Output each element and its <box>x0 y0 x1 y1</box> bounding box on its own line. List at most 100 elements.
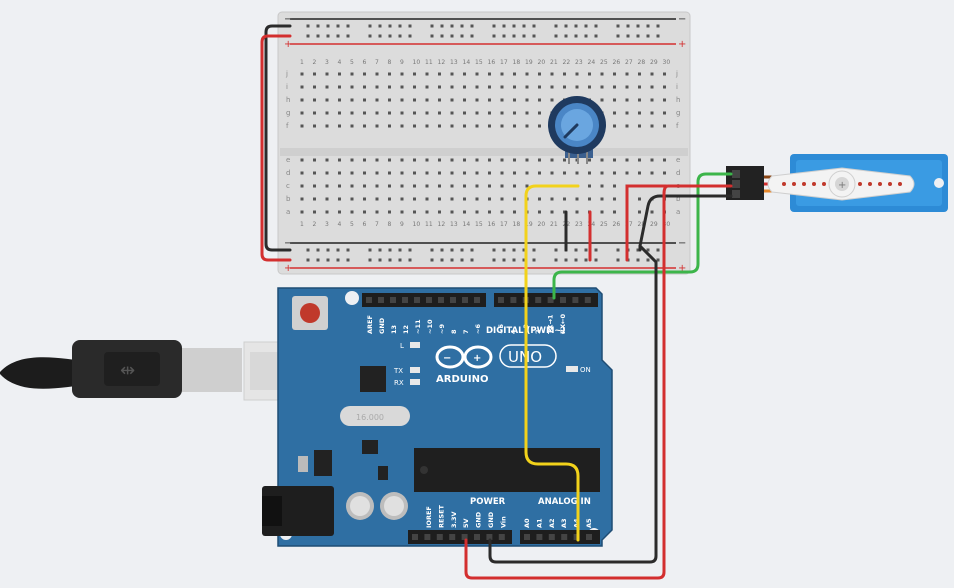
header-pin[interactable] <box>547 297 554 303</box>
rail-hole[interactable] <box>532 258 536 262</box>
breadboard-hole[interactable] <box>438 171 441 175</box>
breadboard-hole[interactable] <box>375 171 379 175</box>
breadboard-hole[interactable] <box>488 124 491 128</box>
breadboard-hole[interactable] <box>450 98 454 102</box>
breadboard-hole[interactable] <box>538 158 541 162</box>
rail-hole[interactable] <box>430 24 434 28</box>
rail-hole[interactable] <box>408 24 412 28</box>
rail-hole[interactable] <box>574 248 578 252</box>
breadboard-hole[interactable] <box>475 158 479 162</box>
rail-hole[interactable] <box>646 24 650 28</box>
breadboard-hole[interactable] <box>625 158 629 162</box>
breadboard-hole[interactable] <box>463 171 466 175</box>
rail-hole[interactable] <box>656 248 660 252</box>
breadboard-hole[interactable] <box>300 184 304 188</box>
breadboard-hole[interactable] <box>388 184 391 188</box>
rail-hole[interactable] <box>522 24 526 28</box>
breadboard-hole[interactable] <box>400 98 404 102</box>
breadboard-hole[interactable] <box>500 85 504 89</box>
breadboard-hole[interactable] <box>650 124 654 128</box>
breadboard-hole[interactable] <box>538 85 541 89</box>
rail-hole[interactable] <box>574 24 578 28</box>
breadboard-hole[interactable] <box>450 158 454 162</box>
breadboard-hole[interactable] <box>538 124 541 128</box>
breadboard-hole[interactable] <box>513 111 516 115</box>
rail-hole[interactable] <box>492 24 496 28</box>
header-pin[interactable] <box>390 297 396 303</box>
breadboard-hole[interactable] <box>413 85 416 89</box>
breadboard-hole[interactable] <box>488 111 491 115</box>
breadboard-hole[interactable] <box>388 85 391 89</box>
power-header[interactable] <box>408 530 512 544</box>
breadboard-hole[interactable] <box>550 197 554 201</box>
rail-hole[interactable] <box>378 258 382 262</box>
breadboard-hole[interactable] <box>663 171 666 175</box>
breadboard-hole[interactable] <box>575 72 579 76</box>
rail-hole[interactable] <box>522 248 526 252</box>
breadboard-hole[interactable] <box>513 158 516 162</box>
breadboard-hole[interactable] <box>338 210 341 214</box>
rail-hole[interactable] <box>502 24 506 28</box>
breadboard-hole[interactable] <box>525 124 529 128</box>
breadboard-hole[interactable] <box>475 72 479 76</box>
breadboard-hole[interactable] <box>450 184 454 188</box>
breadboard-hole[interactable] <box>550 98 554 102</box>
rail-hole[interactable] <box>470 24 474 28</box>
breadboard-hole[interactable] <box>363 171 366 175</box>
rail-hole[interactable] <box>584 258 588 262</box>
rail-hole[interactable] <box>368 24 372 28</box>
rail-hole[interactable] <box>594 24 598 28</box>
rail-hole[interactable] <box>430 248 434 252</box>
breadboard-hole[interactable] <box>350 85 354 89</box>
breadboard-hole[interactable] <box>463 184 466 188</box>
header-pin[interactable] <box>436 534 443 540</box>
rail-hole[interactable] <box>554 248 558 252</box>
servo-motor[interactable]: + <box>726 154 948 212</box>
breadboard-hole[interactable] <box>475 197 479 201</box>
rail-hole[interactable] <box>564 258 568 262</box>
breadboard-hole[interactable] <box>613 210 616 214</box>
rail-hole[interactable] <box>326 258 330 262</box>
breadboard-hole[interactable] <box>438 72 441 76</box>
breadboard-hole[interactable] <box>463 210 466 214</box>
rail-hole[interactable] <box>346 258 350 262</box>
rail-hole[interactable] <box>368 248 372 252</box>
rail-hole[interactable] <box>460 34 464 38</box>
header-pin[interactable] <box>474 297 480 303</box>
breadboard-hole[interactable] <box>363 98 366 102</box>
rail-hole[interactable] <box>368 34 372 38</box>
servo-horn[interactable]: + <box>767 167 915 201</box>
breadboard-hole[interactable] <box>425 197 429 201</box>
potentiometer[interactable] <box>548 96 606 164</box>
breadboard-hole[interactable] <box>338 197 341 201</box>
breadboard-hole[interactable] <box>625 98 629 102</box>
breadboard-hole[interactable] <box>488 98 491 102</box>
rail-hole[interactable] <box>440 24 444 28</box>
rail-hole[interactable] <box>616 34 620 38</box>
rail-hole[interactable] <box>626 34 630 38</box>
breadboard-hole[interactable] <box>463 98 466 102</box>
header-pin[interactable] <box>424 534 431 540</box>
rail-hole[interactable] <box>502 248 506 252</box>
rail-hole[interactable] <box>636 24 640 28</box>
rail-hole[interactable] <box>594 258 598 262</box>
breadboard-hole[interactable] <box>638 158 641 162</box>
rail-hole[interactable] <box>378 34 382 38</box>
breadboard-hole[interactable] <box>388 158 391 162</box>
breadboard-hole[interactable] <box>350 171 354 175</box>
breadboard-hole[interactable] <box>350 158 354 162</box>
breadboard-hole[interactable] <box>525 158 529 162</box>
breadboard-hole[interactable] <box>363 210 366 214</box>
breadboard-hole[interactable] <box>588 158 591 162</box>
breadboard-hole[interactable] <box>413 158 416 162</box>
rail-hole[interactable] <box>306 258 310 262</box>
rail-hole[interactable] <box>574 258 578 262</box>
breadboard-hole[interactable] <box>650 98 654 102</box>
breadboard-hole[interactable] <box>575 197 579 201</box>
breadboard-hole[interactable] <box>363 124 366 128</box>
breadboard-hole[interactable] <box>513 197 516 201</box>
breadboard-hole[interactable] <box>488 158 491 162</box>
breadboard-hole[interactable] <box>363 72 366 76</box>
breadboard-hole[interactable] <box>663 158 666 162</box>
breadboard-hole[interactable] <box>538 171 541 175</box>
